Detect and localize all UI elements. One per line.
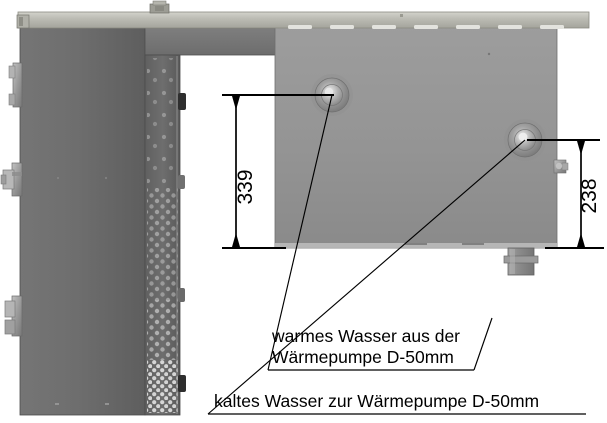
warm-water-leader bbox=[267, 94, 333, 371]
dim-339-label: 339 bbox=[234, 169, 257, 204]
cabinet-hinge-top bbox=[8, 62, 23, 108]
dim-238-arrow-bottom bbox=[577, 233, 585, 247]
tank-drain-spigot bbox=[503, 247, 539, 276]
cold-water-leader bbox=[207, 139, 526, 415]
leader-lines bbox=[207, 94, 526, 415]
connecting-beam bbox=[144, 27, 278, 56]
dimension-238: 238 bbox=[527, 138, 604, 250]
cabinet-surface-mark bbox=[104, 176, 108, 180]
cold-water-line-1: kaltes Wasser zur Wärmepumpe D-50mm bbox=[214, 391, 539, 411]
cabinet-foot-mark bbox=[105, 403, 109, 405]
cabinet-hinge-bottom bbox=[4, 295, 23, 337]
top-rail-corner-fitting bbox=[16, 14, 30, 29]
cold-water-annotation: kaltes Wasser zur Wärmepumpe D-50mm bbox=[208, 391, 586, 415]
cabinet-body bbox=[19, 27, 146, 416]
dim-339-arrow-bottom bbox=[232, 233, 240, 247]
tank-seam-mark bbox=[462, 243, 484, 245]
tank-bottom-lip bbox=[275, 243, 557, 248]
tank-seam-mark bbox=[405, 243, 427, 245]
left-cabinet-assembly bbox=[0, 27, 278, 416]
warm-water-line-2: Wärmepumpe D-50mm bbox=[272, 347, 454, 367]
tank-side-fitting bbox=[553, 159, 569, 174]
dim-339-arrow-top bbox=[232, 96, 240, 110]
top-rail-fitting bbox=[149, 0, 170, 14]
cabinet-hinge-middle bbox=[0, 162, 23, 197]
top-rail-assembly bbox=[16, 0, 590, 29]
top-rail-slots bbox=[288, 25, 564, 29]
dim-238-label: 238 bbox=[578, 178, 601, 213]
top-rail-notch bbox=[400, 14, 403, 17]
warm-water-leader-tail bbox=[473, 317, 493, 371]
dim-238-arrow-top bbox=[577, 141, 585, 155]
cabinet-surface-mark bbox=[56, 176, 60, 180]
dimension-339: 339 bbox=[222, 93, 334, 250]
tank-surface-mark bbox=[487, 52, 491, 56]
cabinet-foot-mark bbox=[55, 403, 59, 405]
perforated-strip bbox=[144, 54, 181, 416]
warm-water-annotation: warmes Wasser aus der Wärmepumpe D-50mm bbox=[268, 326, 474, 371]
warm-water-line-1: warmes Wasser aus der bbox=[271, 326, 460, 346]
strip-side-tabs bbox=[178, 93, 186, 392]
